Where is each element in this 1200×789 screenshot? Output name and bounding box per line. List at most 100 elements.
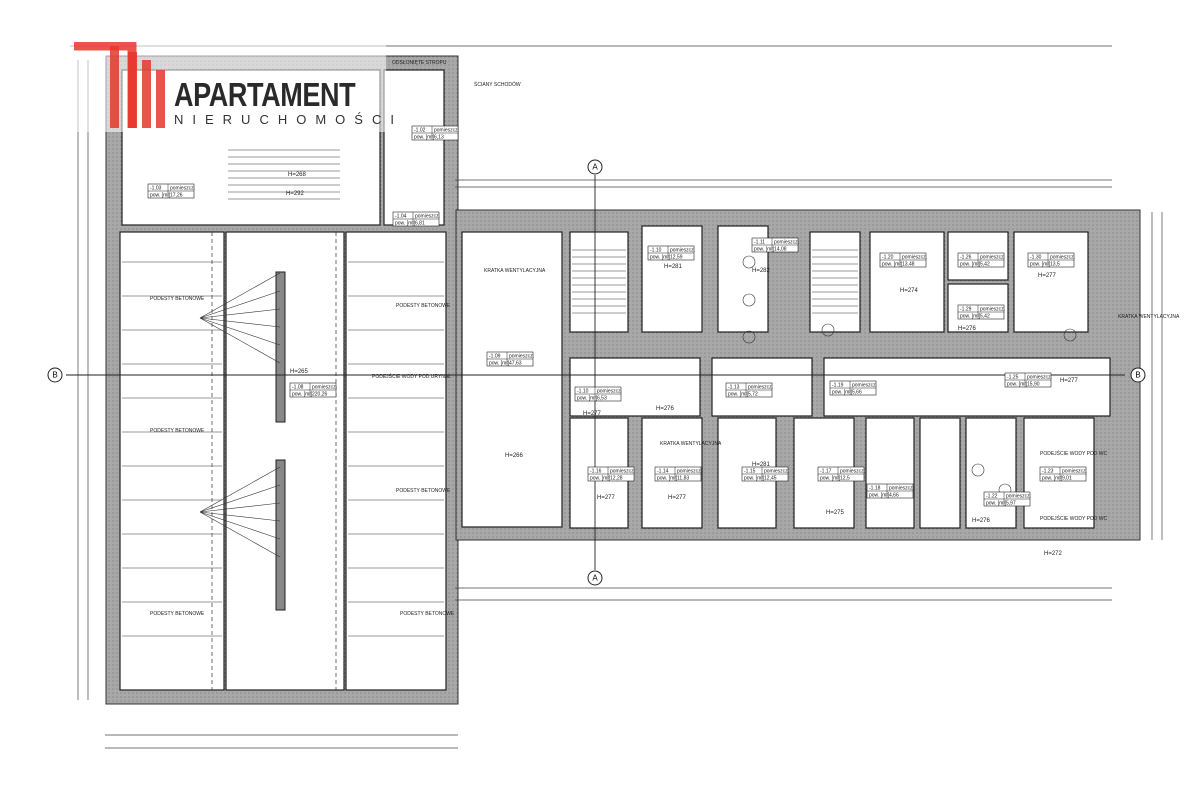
room-area: 15,90 [1027, 382, 1040, 388]
ceiling-height: H=281 [752, 462, 771, 468]
room-area-label: pow. [m²] [960, 314, 981, 320]
fixture-circle [742, 255, 756, 269]
ceiling-height: H=277 [668, 495, 687, 501]
room-area: 12,28 [610, 476, 623, 482]
room-area: 13,48 [902, 262, 915, 268]
room-area: 6,13 [434, 135, 444, 141]
room-outline [461, 231, 563, 528]
room-code: -1.03 [150, 186, 162, 192]
ceiling-height: H=276 [972, 518, 991, 524]
column [275, 271, 286, 423]
annotation-note: PODESTY BETONOWE [396, 488, 451, 494]
ceiling-height: H=276 [958, 326, 977, 332]
room-type: pomieszcz. [980, 307, 1005, 313]
room-outline [919, 417, 961, 529]
dimension-lines [70, 45, 1163, 749]
column [275, 459, 286, 611]
room-type: pomieszcz. [1062, 469, 1087, 475]
fixture-circle [1063, 328, 1077, 342]
room-type: pomieszcz. [748, 385, 773, 391]
leader-line [199, 308, 281, 319]
room-area-label: pow. [m²] [960, 262, 981, 268]
room-code: -1.14 [657, 469, 669, 475]
ceiling-height: H=265 [290, 369, 309, 375]
room-type: pomieszcz. [1027, 375, 1052, 381]
leader-line [199, 317, 281, 346]
room-area: 5,97 [1006, 501, 1016, 507]
room-type: pomieszcz. [840, 469, 865, 475]
rooms [119, 69, 1111, 691]
room-code: -1.22 [986, 494, 998, 500]
ceiling-height: H=281 [664, 264, 683, 270]
room-area-label: pow. [m²] [1007, 382, 1028, 388]
annotation-note: ODSŁONIĘTE STROPU [392, 60, 447, 66]
room-area-label: pow. [m²] [590, 476, 611, 482]
annotation-note: PODEJŚCIE WODY POD WC [1040, 449, 1108, 457]
room-code: -1.26 [960, 255, 972, 261]
room-area: 5,72 [748, 392, 758, 398]
room-code: -1.25 [1007, 375, 1019, 381]
annotation-notes: PODESTY BETONOWE PODESTY BETONOWE PODESTY … [150, 60, 1180, 617]
logo-bars-icon [74, 42, 165, 128]
room-area-label: pow. [m²] [414, 135, 435, 141]
leader-line [199, 466, 281, 513]
logo-name: APARTAMENT [174, 76, 356, 113]
room-outline [865, 417, 915, 529]
room-code: -1.20 [882, 255, 894, 261]
room-type: pomieszcz. [902, 255, 927, 261]
axis-label: B [1135, 371, 1140, 380]
leader-line [199, 290, 281, 319]
room-area-label: pow. [m²] [728, 392, 749, 398]
room-type: pomieszcz. [774, 240, 799, 246]
room-area-label: pow. [m²] [577, 396, 598, 402]
room-area-label: pow. [m²] [489, 361, 510, 367]
room-area: 14,08 [774, 247, 787, 253]
room-type: pomieszcz. [1006, 494, 1031, 500]
room-code: -1.10 [577, 389, 589, 395]
annotation-note: PODESTY BETONOWE [150, 611, 205, 617]
ceiling-height: H=274 [900, 288, 919, 294]
room-area-label: pow. [m²] [744, 476, 765, 482]
room-outline [809, 231, 861, 333]
annotation-note: KRATKA WENTYLACYJNA [660, 441, 722, 447]
room-area: 12,45 [764, 476, 777, 482]
room-area: 11,83 [677, 476, 689, 482]
room-code: -1.18 [869, 486, 881, 492]
axis-label: B [52, 371, 57, 380]
room-area: 9,01 [1062, 476, 1072, 482]
ceiling-height: H=277 [1038, 273, 1057, 279]
annotation-note: PODESTY BETONOWE [150, 428, 205, 434]
axis-label: A [592, 163, 598, 172]
room-outline [569, 231, 629, 333]
room-type: pomieszcz. [980, 255, 1005, 261]
room-area: 12,5 [840, 476, 850, 482]
ceiling-height: H=277 [583, 411, 602, 417]
room-code: -1.17 [820, 469, 832, 475]
room-type: pomieszcz. [434, 128, 459, 134]
logo-subtitle: NIERUCHOMOŚCI [174, 112, 403, 127]
ceiling-height: H=276 [656, 406, 675, 412]
ceiling-height: H=272 [1044, 551, 1063, 557]
axis-marker [587, 159, 603, 175]
room-outline [383, 69, 445, 226]
room-outline [119, 231, 225, 691]
room-type: pomieszcz. [597, 389, 622, 395]
room-code: -1.11 [754, 240, 765, 246]
room-area: 5,66 [852, 390, 862, 396]
annotation-note: KRATKA WENTYLACYJNA [484, 268, 546, 274]
room-area-label: pow. [m²] [820, 476, 841, 482]
room-outline [641, 225, 703, 333]
room-area: 6,81 [415, 221, 425, 227]
grid-axes: A A B B [47, 159, 1146, 586]
leader-line [199, 317, 281, 364]
fixture-circle [742, 293, 756, 307]
room-area-label: pow. [m²] [1030, 262, 1051, 268]
room-type: pomieszcz. [889, 486, 914, 492]
room-area-label: pow. [m²] [292, 392, 313, 398]
plan-details [122, 149, 1077, 690]
room-code: -1.10 [650, 248, 662, 254]
leader-line [199, 272, 281, 319]
axis-label: A [592, 574, 598, 583]
room-area-label: pow. [m²] [395, 221, 416, 227]
room-area-label: pow. [m²] [150, 193, 171, 199]
